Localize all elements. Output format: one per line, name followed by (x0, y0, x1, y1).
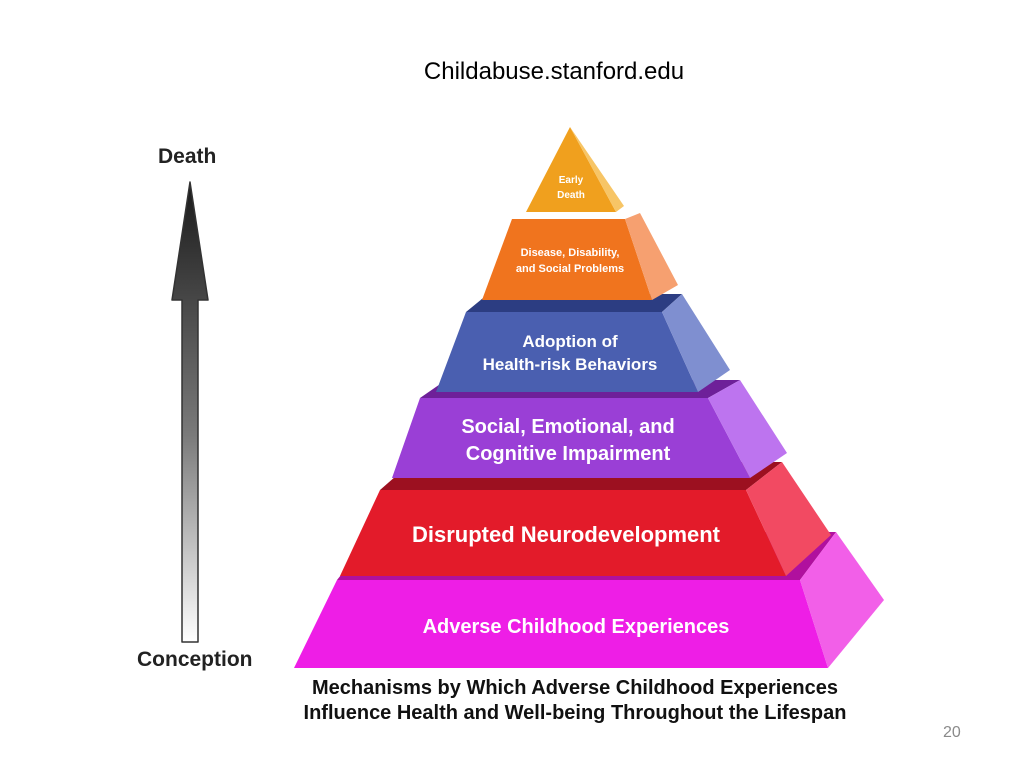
pyramid-level-neuro: Disrupted Neurodevelopment (340, 462, 831, 576)
level-label-disease-2: and Social Problems (516, 263, 624, 275)
level-label-disease-1: Disease, Disability, (521, 247, 620, 259)
pyramid-level-early-death: Early Death (526, 127, 624, 212)
level-label-adverse: Adverse Childhood Experiences (423, 616, 730, 638)
pyramid-level-adoption: Adoption of Health-risk Behaviors (436, 294, 730, 392)
axis-label-death: Death (158, 145, 217, 168)
level-label-early-1: Early (559, 175, 584, 186)
axis-label-conception: Conception (137, 648, 253, 671)
level-label-social-1: Social, Emotional, and (461, 416, 674, 438)
caption-line-2: Influence Health and Well-being Througho… (303, 702, 847, 724)
level-label-adoption-1: Adoption of (522, 332, 618, 351)
level-label-early-2: Death (557, 190, 585, 201)
level-label-neuro: Disrupted Neurodevelopment (412, 522, 721, 547)
pyramid-level-disease: Disease, Disability, and Social Problems (482, 213, 678, 300)
level-label-social-2: Cognitive Impairment (466, 443, 671, 465)
caption-line-1: Mechanisms by Which Adverse Childhood Ex… (311, 677, 839, 699)
level-label-adoption-2: Health-risk Behaviors (483, 355, 658, 374)
pyramid-level-social: Social, Emotional, and Cognitive Impairm… (392, 380, 787, 478)
page-number: 20 (943, 724, 961, 741)
arrow-icon (171, 181, 209, 643)
diagram-caption: Mechanisms by Which Adverse Childhood Ex… (255, 676, 895, 726)
source-title: Childabuse.stanford.edu (423, 58, 685, 85)
